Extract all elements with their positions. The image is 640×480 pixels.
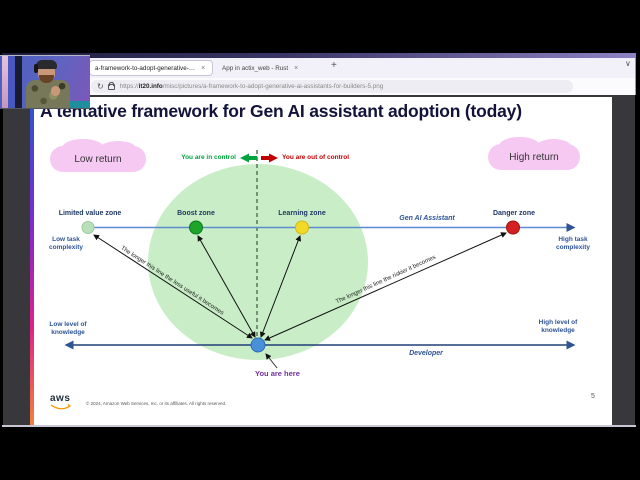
- list-all-tabs-icon[interactable]: ∨: [625, 59, 631, 68]
- you-are-out-of-control-label: You are out of control: [282, 154, 350, 161]
- zone-label-boost: Boost zone: [177, 210, 215, 217]
- reload-icon[interactable]: ↻: [97, 81, 104, 91]
- tab-label: App in actix_web - Rust: [222, 64, 289, 72]
- label-low-task-complexity: Low task complexity: [49, 236, 83, 252]
- zone-label-limited-value: Limited value zone: [58, 210, 122, 217]
- window-bottom-edge: [2, 425, 636, 427]
- tab-label: a-framework-to-adopt-generative-…: [95, 64, 196, 72]
- label-low-level-knowledge: Low level of knowledge: [49, 321, 87, 337]
- you-are-in-control-label: You are in control: [181, 154, 236, 161]
- presenter-beard: [39, 75, 54, 83]
- new-tab-button[interactable]: +: [331, 60, 337, 71]
- aws-logo: aws: [50, 393, 71, 404]
- url-path: /misc/pictures/a-framework-to-adopt-gene…: [162, 83, 384, 90]
- presenter-headphones: [34, 64, 38, 73]
- tab-actix-web[interactable]: App in actix_web - Rust ×: [217, 60, 323, 76]
- url-bar[interactable]: ↻ https://it20.info/misc/pictures/a-fram…: [91, 80, 573, 93]
- tab-close-icon[interactable]: ×: [294, 64, 299, 72]
- webcam-overlay: [0, 55, 90, 109]
- cloud-high-return: High return: [488, 137, 580, 170]
- tab-framework-image[interactable]: a-framework-to-adopt-generative-… ×: [89, 60, 213, 76]
- tab-close-icon[interactable]: ×: [201, 64, 206, 72]
- cloud-low-return: Low return: [50, 139, 146, 172]
- label-high-task-complexity: High task complexity: [556, 236, 590, 252]
- webcam-color-bar-dark: [15, 56, 22, 108]
- toolbar: ↻ https://it20.info/misc/pictures/a-fram…: [2, 78, 636, 170]
- tab-bar: a-framework-to-adopt-generative-… × App …: [2, 58, 636, 78]
- copyright-text: © 2024, Amazon Web Services, Inc. or its…: [86, 401, 227, 406]
- url-scheme: https://: [119, 83, 139, 90]
- you-are-here-label: You are here: [255, 369, 300, 378]
- axis-label-developer: Developer: [409, 350, 443, 357]
- zone-label-learning: Learning zone: [278, 210, 326, 217]
- cloud-low-return-label: Low return: [74, 153, 122, 165]
- url-text: https://it20.info/misc/pictures/a-framew…: [120, 83, 384, 90]
- lock-icon: [107, 82, 115, 90]
- presenter-body: [26, 80, 70, 108]
- slide-title: A tentative framework for Gen AI assista…: [40, 101, 522, 121]
- webcam-desk: [55, 101, 90, 108]
- adoption-zone-circle: [148, 164, 368, 360]
- window-titlebar: [2, 53, 636, 58]
- aws-smile-icon: [50, 403, 72, 410]
- webcam-color-bar-pink: [2, 56, 8, 108]
- label-high-level-knowledge: High level of knowledge: [538, 319, 578, 335]
- url-domain: it20.info: [138, 83, 163, 90]
- cloud-high-return-label: High return: [509, 151, 559, 163]
- slide-accent-bar: [30, 97, 34, 425]
- axis-label-gen-ai-assistant: Gen AI Assistant: [399, 215, 455, 222]
- webcam-color-bar-blue: [8, 56, 15, 108]
- page-number: 5: [591, 393, 595, 400]
- zone-label-danger: Danger zone: [492, 210, 535, 217]
- presenter-hand: [51, 86, 60, 96]
- presenter-beanie: [36, 60, 57, 69]
